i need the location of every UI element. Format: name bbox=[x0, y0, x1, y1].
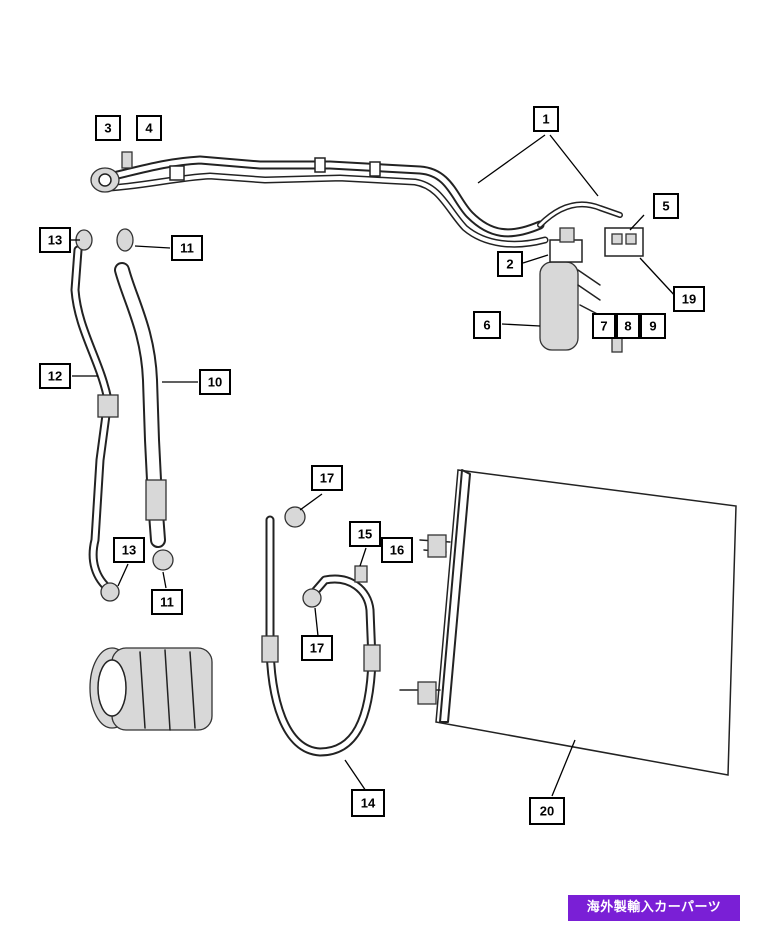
callout-17-upper: 17 bbox=[311, 465, 343, 491]
svg-text:13: 13 bbox=[48, 233, 62, 248]
pressure-switch bbox=[604, 227, 644, 257]
svg-text:14: 14 bbox=[361, 796, 376, 811]
hose-12 bbox=[70, 229, 120, 602]
svg-text:3: 3 bbox=[104, 121, 111, 136]
hose-14 bbox=[261, 506, 381, 757]
svg-text:2: 2 bbox=[506, 257, 513, 272]
watermark-banner: 海外製輸入カーパーツ bbox=[568, 895, 740, 921]
compressor bbox=[89, 647, 213, 731]
svg-text:12: 12 bbox=[48, 369, 62, 384]
callout-16: 16 bbox=[381, 537, 413, 563]
callout-7: 7 bbox=[592, 313, 616, 339]
callout-11-upper: 11 bbox=[171, 235, 203, 261]
accumulator bbox=[539, 227, 623, 353]
callout-12: 12 bbox=[39, 363, 71, 389]
callout-14: 14 bbox=[351, 789, 385, 817]
condenser bbox=[399, 469, 737, 776]
callout-6: 6 bbox=[473, 311, 501, 339]
svg-text:15: 15 bbox=[358, 527, 372, 542]
callout-13-lower: 13 bbox=[113, 537, 145, 563]
callout-15: 15 bbox=[349, 521, 381, 547]
svg-text:11: 11 bbox=[160, 595, 174, 610]
svg-text:5: 5 bbox=[662, 199, 669, 214]
svg-text:16: 16 bbox=[390, 543, 404, 558]
hose-10 bbox=[114, 228, 174, 571]
svg-text:7: 7 bbox=[600, 319, 607, 334]
callout-13-upper: 13 bbox=[39, 227, 71, 253]
line-assembly-upper bbox=[90, 151, 623, 248]
callout-3: 3 bbox=[95, 115, 121, 141]
svg-text:8: 8 bbox=[624, 319, 631, 334]
callout-19: 19 bbox=[673, 286, 705, 312]
callout-11-lower: 11 bbox=[151, 589, 183, 615]
callout-4: 4 bbox=[136, 115, 162, 141]
svg-text:6: 6 bbox=[483, 318, 490, 333]
callout-10: 10 bbox=[199, 369, 231, 395]
leader-lines bbox=[68, 134, 678, 797]
svg-text:10: 10 bbox=[208, 375, 222, 390]
svg-text:19: 19 bbox=[682, 292, 696, 307]
callout-2: 2 bbox=[497, 251, 523, 277]
svg-text:20: 20 bbox=[540, 804, 554, 819]
svg-text:4: 4 bbox=[145, 121, 153, 136]
callout-5: 5 bbox=[653, 193, 679, 219]
callout-1: 1 bbox=[533, 106, 559, 132]
callout-20: 20 bbox=[529, 797, 565, 825]
svg-text:11: 11 bbox=[180, 241, 194, 256]
svg-text:17: 17 bbox=[310, 641, 324, 656]
svg-text:9: 9 bbox=[649, 319, 656, 334]
svg-text:1: 1 bbox=[542, 112, 549, 127]
svg-text:17: 17 bbox=[320, 471, 334, 486]
callout-8: 8 bbox=[616, 313, 640, 339]
callout-9: 9 bbox=[640, 313, 666, 339]
svg-text:13: 13 bbox=[122, 543, 136, 558]
callout-17-lower: 17 bbox=[301, 635, 333, 661]
